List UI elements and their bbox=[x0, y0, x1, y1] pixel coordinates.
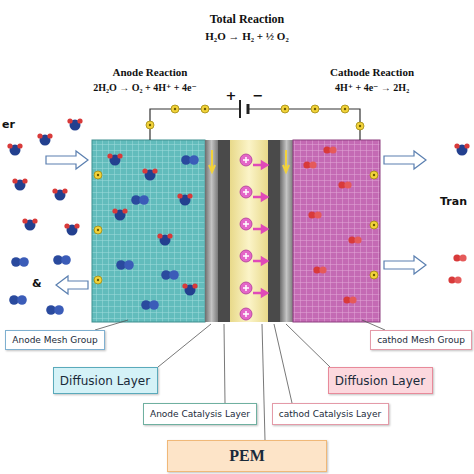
label-text: cathod Mesh Group bbox=[377, 335, 465, 345]
label-text: Anode Mesh Group bbox=[12, 335, 97, 345]
reaction-heading: Anode Reaction bbox=[113, 66, 188, 78]
catalysis-label-box: cathod Catalysis Layer bbox=[272, 403, 389, 425]
polarity-sign: − bbox=[253, 88, 264, 103]
label-text: Anode Catalysis Layer bbox=[150, 409, 250, 419]
flow-label: er bbox=[2, 118, 15, 131]
label-text: cathod Catalysis Layer bbox=[279, 409, 381, 419]
layer-label-box: Diffusion Layer bbox=[53, 367, 158, 394]
equation-text: H₂O → H₂ + ½ O₂ bbox=[205, 30, 288, 42]
flow-label: & bbox=[32, 277, 42, 290]
mesh-label-box: cathod Mesh Group bbox=[370, 330, 472, 350]
flow-label: Tran bbox=[440, 195, 467, 208]
label-text: Diffusion Layer bbox=[335, 374, 425, 388]
pem-label-box: PEM bbox=[167, 440, 327, 472]
reaction-heading: Cathode Reaction bbox=[330, 66, 414, 78]
title-text: Total Reaction bbox=[210, 12, 285, 27]
polarity-sign: + bbox=[226, 88, 237, 103]
equation-text: 2H₂O → O₂ + 4H⁺ + 4e⁻ bbox=[93, 82, 197, 93]
equation-text: 4H⁺ + 4e⁻ → 2H₂ bbox=[335, 82, 409, 93]
layer-label-box: Diffusion Layer bbox=[328, 367, 433, 394]
label-text: Diffusion Layer bbox=[60, 374, 150, 388]
label-text: PEM bbox=[229, 447, 265, 465]
catalysis-label-box: Anode Catalysis Layer bbox=[143, 403, 257, 425]
mesh-label-box: Anode Mesh Group bbox=[5, 330, 105, 350]
